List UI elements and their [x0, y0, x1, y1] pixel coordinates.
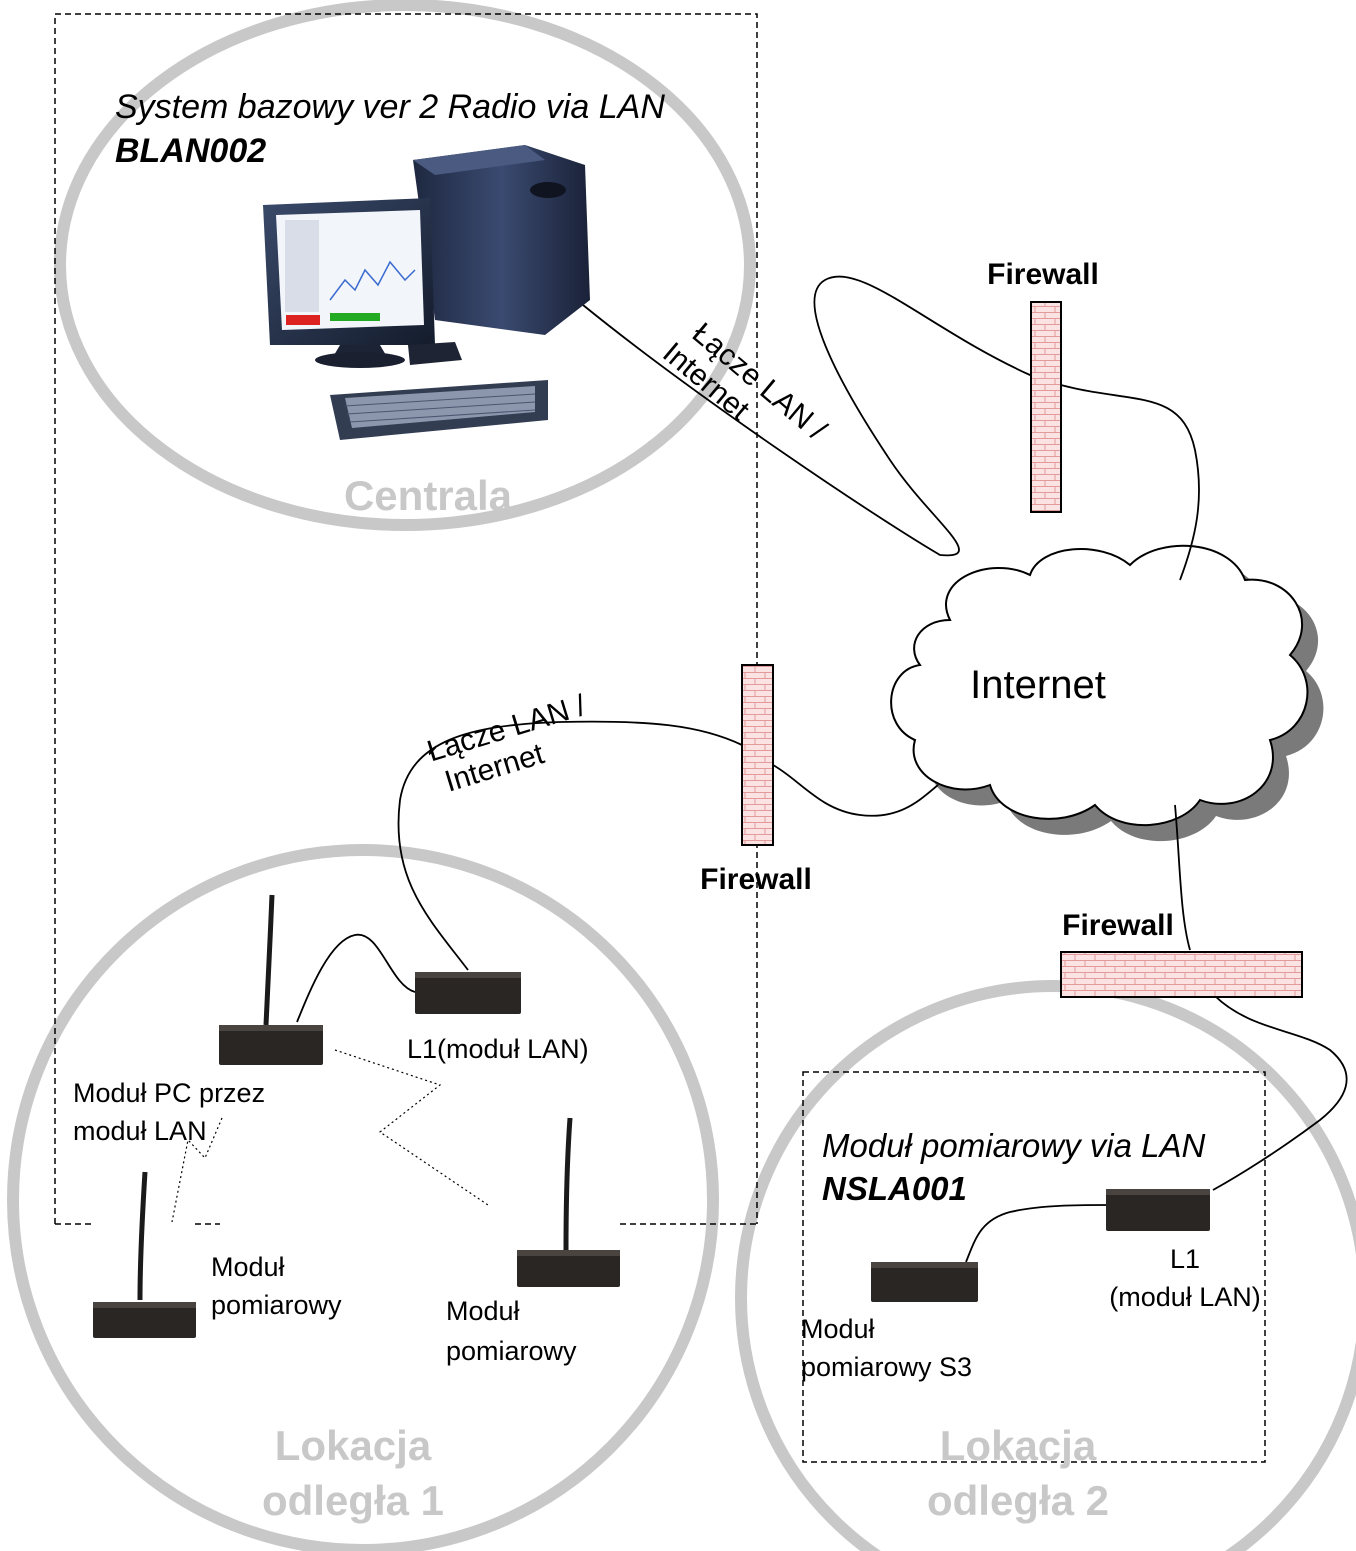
l1-lan-module-left	[415, 972, 521, 1014]
firewall-top-label: Firewall	[987, 258, 1099, 291]
pc-module-label-line1: Moduł PC przez	[73, 1078, 265, 1108]
remote-module-title: Moduł pomiarowy via LAN	[822, 1127, 1205, 1164]
l1-lan-module-right-device	[1106, 1189, 1210, 1231]
link-cable-s3-to-l1	[965, 1204, 1107, 1263]
l1-right-label-line2: (moduł LAN)	[1109, 1282, 1261, 1312]
central-zone-label: Centrala	[344, 472, 513, 519]
firewall-top	[1030, 301, 1062, 513]
sensor-module-left-device	[93, 1171, 196, 1338]
internet-label: Internet	[970, 663, 1106, 707]
pc-module-antenna-device	[219, 894, 323, 1065]
link-cable-cloud-to-firewall-right	[1174, 804, 1191, 951]
remote2-zone-circle	[735, 980, 1356, 1551]
link-cable-pcmodule-to-l1	[296, 934, 416, 1023]
firewall-mid-label: Firewall	[700, 863, 812, 896]
sensor-module-right-device	[517, 1117, 620, 1287]
link-cable-firewall-mid-to-cloud	[772, 764, 939, 817]
computer-icon	[263, 145, 590, 440]
central-boundary-box	[54, 13, 758, 1225]
remote2-zone-label-line2: odległa 2	[927, 1477, 1109, 1524]
firewall-mid	[741, 664, 774, 846]
s3-sensor-module-device	[871, 1262, 978, 1302]
s3-module-label-line2: pomiarowy S3	[801, 1352, 972, 1382]
sensor-a-label-line1: Moduł	[211, 1252, 285, 1282]
firewall-right	[1060, 951, 1303, 998]
pc-module-label-line2: moduł LAN	[73, 1116, 207, 1146]
sensor-b-label-line2: pomiarowy	[446, 1336, 577, 1366]
remote2-boundary-box	[802, 1071, 1266, 1463]
remote2-zone-label-line1: Lokacja	[940, 1422, 1097, 1469]
base-system-code: BLAN002	[115, 132, 266, 170]
s3-module-label-line1: Moduł	[801, 1314, 875, 1344]
remote1-zone-circle	[7, 844, 719, 1551]
internet-cloud	[890, 544, 1324, 842]
radio-link-to-left-sensor	[171, 1117, 223, 1223]
base-system-title: System bazowy ver 2 Radio via LAN	[115, 88, 665, 126]
l1-left-label: L1(moduł LAN)	[407, 1034, 589, 1064]
link-cable-firewall-right-to-l1	[1212, 995, 1348, 1191]
remote-module-code: NSLA001	[822, 1170, 967, 1207]
sensor-b-label-line1: Moduł	[446, 1296, 520, 1326]
link-cable-l1-to-firewall-mid	[397, 720, 743, 971]
remote1-zone-label-line2: odległa 1	[262, 1477, 444, 1524]
l1-right-label-line1: L1	[1170, 1244, 1200, 1274]
radio-link-to-right-sensor	[334, 1049, 489, 1206]
central-zone-circle	[54, 0, 756, 531]
remote1-zone-label-line1: Lokacja	[275, 1422, 432, 1469]
link-cable-pc-to-firewall-loop	[582, 275, 1200, 581]
firewall-right-label: Firewall	[1062, 909, 1174, 942]
sensor-a-label-line2: pomiarowy	[211, 1290, 342, 1320]
